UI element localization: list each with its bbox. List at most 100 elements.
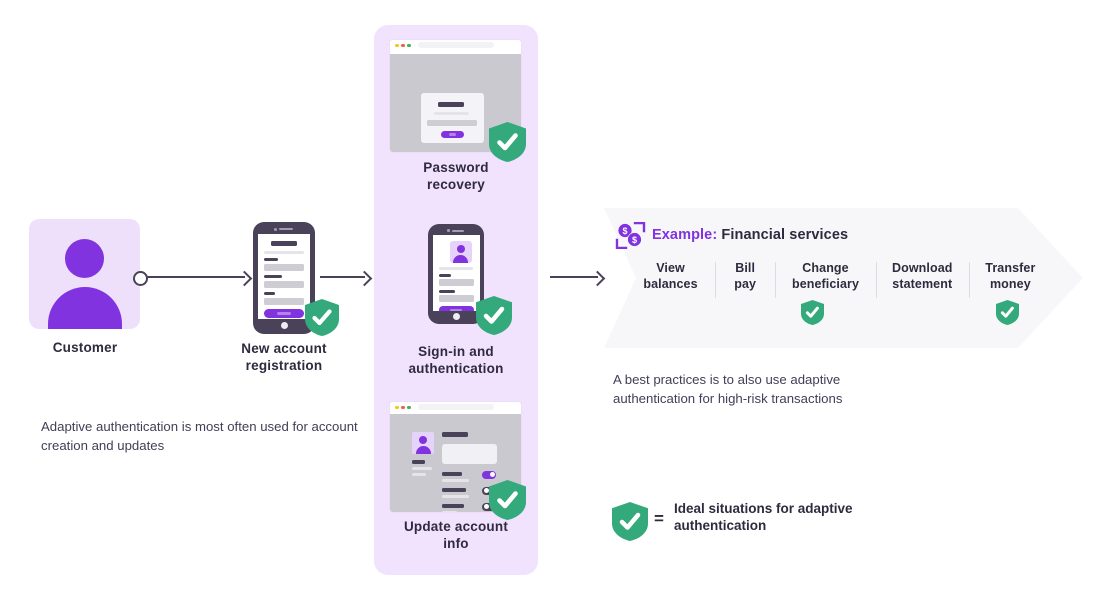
shield-check-icon-registration xyxy=(305,299,339,336)
avatar-head xyxy=(456,245,465,253)
window-dot-green xyxy=(407,405,411,409)
form-label-2 xyxy=(264,275,282,278)
service-column-transfer-money[interactable]: Transfer money xyxy=(968,260,1052,298)
profile-avatar-icon xyxy=(449,241,472,263)
example-banner-columns: View balances Bill pay Change beneficiar… xyxy=(626,260,1052,298)
setting-label-2 xyxy=(442,488,466,492)
example-value: Financial services xyxy=(721,227,849,243)
arrow-head-1 xyxy=(236,270,253,286)
phone-home-button xyxy=(280,322,288,329)
setting-label-1 xyxy=(442,472,462,476)
arrow-head-2 xyxy=(356,270,373,286)
button-label-bar xyxy=(277,312,291,315)
setting-toggle-3[interactable] xyxy=(482,503,496,511)
password-recovery-label: Password recovery xyxy=(423,160,489,192)
svg-text:$: $ xyxy=(632,235,637,245)
section-title xyxy=(442,432,468,437)
legend-equals-sign: = xyxy=(654,509,664,528)
shield-check-icon-legend xyxy=(612,502,648,541)
signin-label: Sign-in and authentication xyxy=(408,344,504,376)
window-dot-red xyxy=(401,43,405,47)
toggle-knob xyxy=(489,472,495,478)
note-account-creation: Adaptive authentication is most often us… xyxy=(41,419,358,454)
setting-desc-1 xyxy=(442,479,469,482)
service-column-change-beneficiary[interactable]: Change beneficiary xyxy=(775,260,876,298)
browser-url-bar[interactable] xyxy=(418,404,494,410)
service-column-bill-pay[interactable]: Bill pay xyxy=(715,260,775,298)
content-panel xyxy=(442,444,497,464)
form-label-3 xyxy=(264,292,275,295)
svg-text:$: $ xyxy=(622,226,627,236)
form-input-2 xyxy=(438,295,474,302)
toggle-knob xyxy=(483,504,489,510)
toggle-knob xyxy=(483,488,489,494)
update-account-label: Update account info xyxy=(403,519,509,551)
setting-label-3 xyxy=(442,504,464,508)
money-coins-icon: $ $ xyxy=(615,221,646,249)
form-subtitle xyxy=(264,251,304,254)
mobile-phone-icon-registration xyxy=(253,222,315,334)
browser-url-bar[interactable] xyxy=(418,42,494,48)
phone-screen xyxy=(258,234,310,319)
avatar-body xyxy=(47,287,122,329)
setting-toggle-1[interactable] xyxy=(482,471,496,479)
example-banner-title: Example: Financial services xyxy=(652,227,848,243)
service-label: Change beneficiary xyxy=(791,261,860,291)
arrow-column-to-banner xyxy=(550,276,598,278)
note-best-practice: A best practices is to also use adaptive… xyxy=(613,372,843,407)
form-submit-button[interactable] xyxy=(264,309,304,318)
setting-desc-2 xyxy=(442,495,469,498)
card-title xyxy=(438,102,464,107)
password-recovery-card xyxy=(421,93,484,143)
card-submit-button[interactable] xyxy=(441,131,464,138)
service-label: Download statement xyxy=(892,261,953,291)
profile-meta-1 xyxy=(412,467,432,470)
service-label: Bill pay xyxy=(734,261,757,291)
form-label-2 xyxy=(438,290,455,293)
form-subtitle xyxy=(438,267,473,270)
window-dot-yellow xyxy=(395,405,399,409)
form-title xyxy=(271,241,297,246)
form-label-1 xyxy=(438,274,451,277)
profile-meta-2 xyxy=(412,473,426,476)
arrow-registration-to-column xyxy=(320,276,365,278)
phone-home-button xyxy=(452,313,460,320)
browser-chrome xyxy=(390,40,521,50)
profile-name xyxy=(412,460,425,464)
customer-card xyxy=(29,219,140,329)
registration-label: New account registration xyxy=(241,341,327,373)
setting-desc-3 xyxy=(442,511,457,512)
card-input xyxy=(427,120,477,126)
form-input-2 xyxy=(264,281,304,288)
arrow-head-3 xyxy=(589,270,606,286)
mobile-phone-icon-signin xyxy=(428,224,484,324)
service-column-view-balances[interactable]: View balances xyxy=(626,260,715,292)
shield-check-icon-beneficiary xyxy=(801,300,824,325)
avatar-head xyxy=(419,436,427,444)
form-input-3 xyxy=(264,298,304,305)
service-column-download-statement[interactable]: Download statement xyxy=(875,260,969,298)
button-label-bar xyxy=(450,308,462,311)
window-dot-green xyxy=(407,43,411,47)
avatar-body xyxy=(415,446,431,454)
example-keyword: Example: xyxy=(652,227,718,243)
example-banner xyxy=(604,208,1083,348)
signin-submit-button[interactable] xyxy=(438,306,474,311)
form-input-1 xyxy=(264,264,304,271)
service-label: Transfer money xyxy=(985,261,1036,291)
window-dot-yellow xyxy=(395,43,399,47)
shield-check-icon-update xyxy=(489,480,526,520)
service-label: View balances xyxy=(643,261,698,291)
phone-camera xyxy=(274,227,277,231)
shield-check-icon-signin xyxy=(476,296,512,335)
phone-camera xyxy=(447,229,450,232)
example-banner-title-row: $ $ Example: Financial services xyxy=(615,221,848,249)
profile-avatar-icon xyxy=(412,432,434,454)
connector-circle xyxy=(133,271,148,286)
shield-check-icon-transfer xyxy=(996,300,1019,325)
phone-speaker xyxy=(279,228,293,230)
avatar-body xyxy=(453,255,468,263)
legend-label: Ideal situations for adaptive authentica… xyxy=(674,501,853,534)
form-label-1 xyxy=(264,258,278,261)
